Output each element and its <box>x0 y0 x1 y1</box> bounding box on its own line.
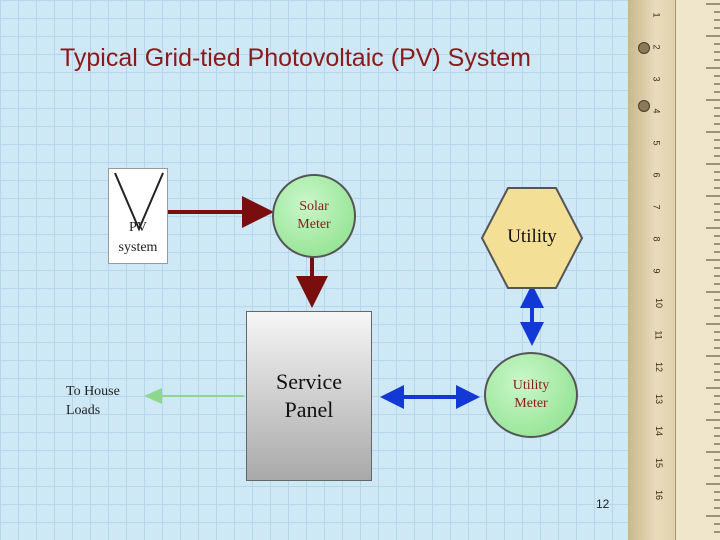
utility-hexagon <box>480 187 584 289</box>
solar-meter-line1: Solar <box>299 199 329 214</box>
ruler-number: 14 <box>654 425 665 437</box>
ruler-number: 5 <box>651 140 662 146</box>
ruler-number: 11 <box>653 330 664 340</box>
pv-panel-icon <box>114 172 164 232</box>
ruler-number: 8 <box>651 236 662 242</box>
ruler-number: 12 <box>654 361 665 373</box>
page-number: 12 <box>596 497 610 511</box>
ruler-number: 6 <box>651 172 662 178</box>
ruler-number: 15 <box>654 457 665 469</box>
house-loads-label: To House Loads <box>66 382 120 420</box>
house-loads-line1: To House <box>66 384 120 399</box>
solar-meter-line2: Meter <box>297 217 331 232</box>
service-panel-line1: Service <box>276 369 342 394</box>
ruler-number: 3 <box>651 76 662 82</box>
utility-label: Utility <box>507 226 557 247</box>
slide-title: Typical Grid-tied Photovoltaic (PV) Syst… <box>60 44 531 72</box>
ruler-face <box>675 0 720 540</box>
ruler-pivot-bottom-icon <box>638 100 650 112</box>
ruler-ticks <box>706 3 720 533</box>
ruler-number: 13 <box>654 393 665 405</box>
ruler-number: 4 <box>651 108 662 114</box>
ruler-number: 2 <box>651 44 662 50</box>
ruler-number: 1 <box>651 12 662 18</box>
house-loads-line2: Loads <box>66 403 101 418</box>
utility-meter-node: Utility Meter <box>484 352 578 438</box>
ruler-number: 16 <box>654 489 665 501</box>
utility-meter-line1: Utility <box>512 378 550 393</box>
pv-label-line2: system <box>118 240 158 255</box>
ruler-number: 10 <box>654 297 665 309</box>
ruler-number: 9 <box>651 268 662 274</box>
utility-meter-line2: Meter <box>514 396 548 411</box>
ruler-number: 7 <box>651 204 662 210</box>
ruler-pivot-top-icon <box>638 42 650 54</box>
service-panel-line2: Panel <box>284 397 334 422</box>
pv-label-line1: PV <box>129 220 147 235</box>
service-panel-node: Service Panel <box>246 311 372 481</box>
pv-panel-box <box>108 168 168 264</box>
solar-meter-node: Solar Meter <box>272 174 356 258</box>
